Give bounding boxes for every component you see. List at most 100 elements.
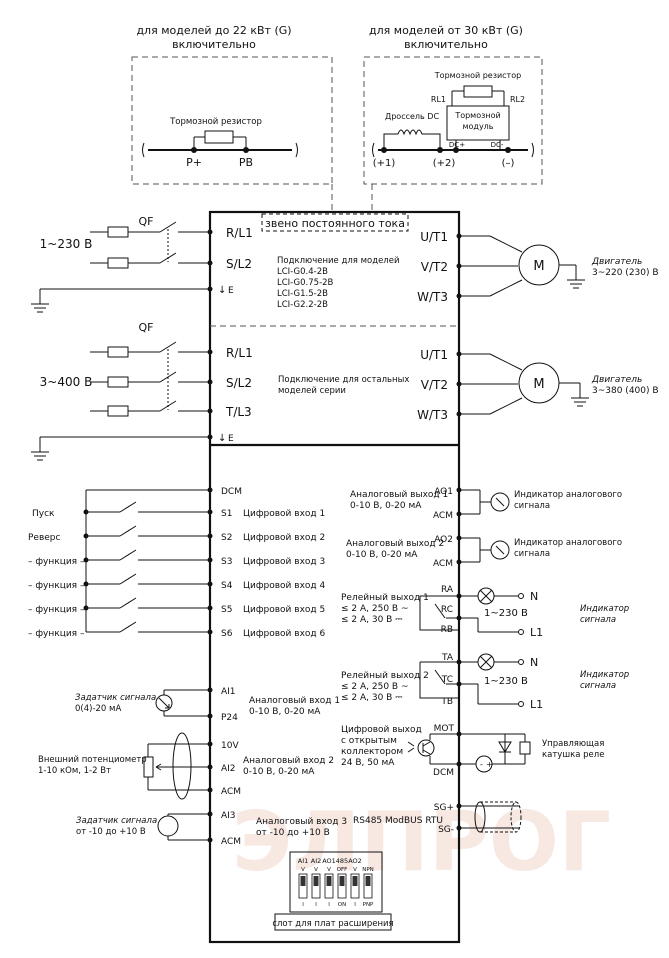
terminal-acm-2: ACM [221, 837, 241, 847]
di6-label: Цифровой вход 6 [243, 629, 325, 639]
terminal-dcm-mot: DCM [433, 768, 454, 778]
terminal-v-t2: V/T2 [421, 260, 448, 274]
terminal-u-t1: U/T1 [420, 230, 448, 244]
sw-i-4: ON [338, 902, 346, 908]
terminal-e-2: E [228, 434, 234, 444]
terminal-v-t2-2: V/T2 [421, 378, 448, 392]
terminal-s-l2-2: S/L2 [226, 376, 252, 390]
terminal-ao1: AO1 [434, 487, 453, 497]
earth-arrow-icon: ↓ [218, 285, 226, 296]
rl2-label: RL2 [510, 95, 525, 104]
brake-module [446, 105, 510, 141]
terminal-sg-minus: SG- [438, 825, 454, 835]
sw-i-1: I [302, 902, 304, 908]
relay2-line3: ≤ 2 А, 30 В ⎓ [341, 693, 402, 703]
mot-line3: коллектором [341, 747, 403, 757]
terminal-ai1: AI1 [221, 687, 236, 697]
dc-choke [383, 129, 441, 150]
terminal-t-l3: T/L3 [225, 405, 252, 419]
watermark: ЭЛПРОГ [232, 795, 611, 890]
sw-485: 485 [336, 857, 348, 865]
rs485-label: RS485 ModBUS RTU [353, 816, 443, 826]
motor-1-label: M [533, 259, 544, 274]
di4-function: – функция – [28, 581, 85, 591]
ai2-line1: Аналоговый вход 2 [243, 756, 334, 766]
ao2-indicator-line1: Индикатор аналогового [514, 538, 622, 548]
models-note: Подключение для моделей [277, 256, 400, 266]
terminal-r-l1-2: R/L1 [226, 346, 253, 360]
header-left-line2: включительно [172, 38, 256, 51]
relay2-line2: ≤ 2 А, 250 В ~ [341, 682, 408, 692]
terminal-tb: TB [440, 697, 453, 707]
sw-i-5: I [354, 902, 356, 908]
sw-ao2: AO2 [348, 857, 362, 865]
voltage-source-icon [157, 815, 179, 837]
sw-i-3: I [328, 902, 330, 908]
sw-v-6: NPN [362, 867, 374, 873]
digital-inputs: DCM Пуск Реверс – функция – – функция – … [28, 487, 325, 639]
terminal-s3: S3 [221, 557, 232, 567]
sw-v-1: V [301, 867, 305, 873]
sw-i-2: I [315, 902, 317, 908]
open-collector-output: Цифровой выход с открытым коллектором 24… [341, 724, 604, 778]
ai3-line2: от -10 до +10 В [256, 828, 330, 838]
ao2-line1: Аналоговый выход 2 [346, 539, 444, 549]
sw-ai2: AI2 [311, 857, 322, 865]
motor-2-voltage: 3~380 (400) В [592, 386, 659, 396]
terminal-s5: S5 [221, 605, 232, 615]
brake-resistor-left [204, 130, 234, 144]
terminal-10v: 10V [221, 741, 239, 751]
header-right-line1: для моделей от 30 кВт (G) [369, 24, 523, 37]
di5-label: Цифровой вход 5 [243, 605, 325, 615]
relay-output-2: Релейный выход 2 ≤ 2 А, 250 В ~ ≤ 2 А, 3… [341, 653, 629, 711]
transistor-icon [417, 739, 435, 757]
terminal-s4: S4 [221, 581, 233, 591]
model-1: LCI-G0.4-2B [277, 267, 328, 277]
sw-v-5: V [353, 867, 357, 873]
diode-icon [498, 741, 512, 753]
brake-resistor-right-label: Тормозной резистор [434, 71, 521, 80]
terminal-mot: MOT [434, 724, 455, 734]
terminal-ai2: AI2 [221, 764, 236, 774]
svg-text:-: - [480, 760, 483, 769]
ai1-line2: 0-10 В, 0-20 мА [249, 707, 321, 717]
setter2-line1: Задатчик сигнала [76, 816, 157, 826]
terminal-acm-ao2: ACM [433, 559, 453, 569]
qf2-label: QF [139, 321, 154, 334]
sw-v-4: OFF [337, 867, 348, 873]
relay2-indicator-line1: Индикатор [580, 670, 629, 680]
ao2-line2: 0-10 В, 0-20 мА [346, 550, 418, 560]
sw-v-3: V [327, 867, 331, 873]
motor-1-voltage: 3~220 (230) В [592, 268, 659, 278]
ai3-line1: Аналоговый вход 3 [256, 817, 347, 827]
di2-label: Цифровой вход 2 [243, 533, 325, 543]
rl1-label: RL1 [431, 95, 446, 104]
brake-resistor-left-label: Тормозной резистор [169, 117, 262, 127]
terminal-tc: TC [441, 675, 453, 685]
terminal-p24: P24 [221, 713, 238, 723]
terminal-s-l2: S/L2 [226, 257, 252, 271]
di6-function: – функция – [28, 629, 85, 639]
terminal-acm: ACM [221, 787, 241, 797]
terminal-ai3: AI3 [221, 811, 236, 821]
ao1-line2: 0-10 В, 0-20 мА [350, 501, 422, 511]
terminal-plus1: (+1) [373, 158, 396, 169]
ao1-indicator-line2: сигнала [514, 501, 550, 511]
dip-switch-block: AI1 AI2 AO1 485 AO2 V V V OFF V NPN I I … [289, 851, 383, 913]
terminal-p-plus: P+ [186, 156, 202, 169]
motor-1-title: Двигатель [591, 257, 642, 267]
sw-ai1: AI1 [298, 857, 309, 865]
terminal-s2: S2 [221, 533, 232, 543]
terminal-e-1: E [228, 286, 234, 296]
motor-2-label: M [533, 377, 544, 392]
ai2-line2: 0-10 В, 0-20 мА [243, 767, 315, 777]
dc-plus-label: DC+ [449, 141, 465, 149]
relay1-n: N [530, 590, 538, 603]
twisted-pair-icon [510, 801, 522, 833]
terminal-sg-plus: SG+ [434, 803, 454, 813]
ao1-line1: Аналоговый выход 1 [350, 490, 448, 500]
terminal-s1: S1 [221, 509, 232, 519]
relay1-voltage: 1~230 В [484, 608, 528, 619]
mot-line4: 24 В, 50 мА [341, 758, 395, 768]
